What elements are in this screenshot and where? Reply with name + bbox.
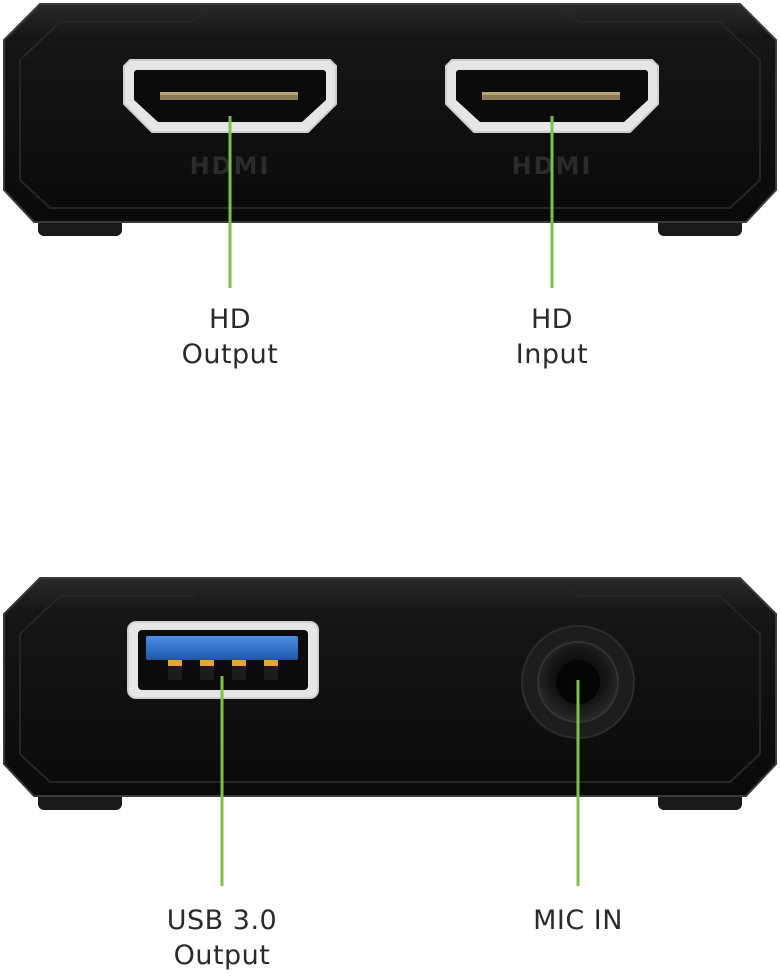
usb-mic-side-panel <box>3 577 777 810</box>
label-usb-line1: USB 3.0 <box>166 905 278 936</box>
device-body <box>3 3 777 223</box>
label-hd-input-line1: HD <box>530 304 574 335</box>
hdmi-output-port <box>123 59 337 133</box>
label-mic-line1: MIC IN <box>533 905 623 936</box>
usb3-port <box>127 621 319 699</box>
label-hd-output: HD Output <box>130 302 330 372</box>
label-hd-output-line1: HD <box>208 304 252 335</box>
label-usb-line2: Output <box>173 940 271 971</box>
hdmi-input-port <box>445 59 659 133</box>
label-usb-output: USB 3.0 Output <box>112 903 332 973</box>
label-mic-in: MIC IN <box>468 903 688 938</box>
device-body <box>3 577 777 797</box>
label-hd-output-line2: Output <box>181 339 279 370</box>
hdmi-side-panel: HDMI HDMI <box>3 3 777 236</box>
usb-tongue <box>146 636 298 660</box>
label-hd-input-line2: Input <box>515 339 589 370</box>
label-hd-input: HD Input <box>452 302 652 372</box>
